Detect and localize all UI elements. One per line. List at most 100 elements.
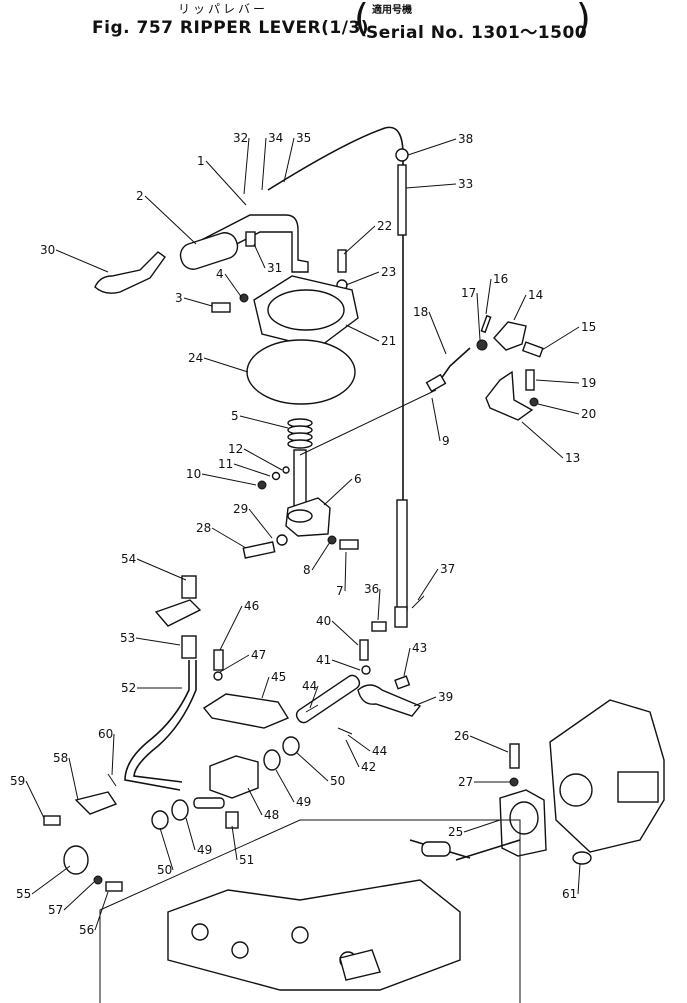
callout-leader bbox=[521, 421, 564, 459]
rubber-boot-24 bbox=[246, 339, 356, 405]
callout-leader bbox=[417, 568, 439, 601]
callout-leader bbox=[55, 249, 109, 273]
callout-number: 3 bbox=[175, 291, 183, 305]
callout-leader bbox=[275, 769, 295, 803]
hose-52 bbox=[124, 660, 190, 791]
callout-leader bbox=[347, 734, 371, 752]
callout-number: 39 bbox=[438, 690, 453, 704]
callout-number: 49 bbox=[197, 843, 212, 857]
callout-number: 19 bbox=[581, 376, 596, 390]
callout-leader bbox=[428, 311, 447, 355]
spool-49-lower bbox=[171, 799, 189, 821]
callout-leader bbox=[219, 605, 243, 651]
callout-leader bbox=[248, 508, 273, 539]
callout-leader bbox=[144, 195, 197, 245]
callout-number: 27 bbox=[458, 775, 473, 789]
callout-leader bbox=[405, 183, 457, 189]
callout-leader bbox=[283, 137, 295, 183]
callout-number: 18 bbox=[413, 305, 428, 319]
callout-number: 29 bbox=[233, 502, 248, 516]
yoke-14 bbox=[493, 321, 527, 351]
pin-16 bbox=[480, 314, 492, 334]
callout-number: 13 bbox=[565, 451, 580, 465]
callout-number: 15 bbox=[581, 320, 596, 334]
serial-applicability-label: 適用号機 bbox=[372, 5, 412, 16]
callout-leader bbox=[231, 825, 238, 861]
callout-number: 56 bbox=[79, 923, 94, 937]
serial-range: Serial No. 1301～1500 bbox=[366, 23, 588, 43]
ripper-lever bbox=[181, 214, 309, 273]
nut-10 bbox=[257, 480, 267, 490]
callout-leader bbox=[239, 415, 289, 429]
callout-number: 38 bbox=[458, 132, 473, 146]
callout-leader bbox=[431, 397, 441, 442]
callout-number: 57 bbox=[48, 903, 63, 917]
spool-49-upper bbox=[263, 749, 281, 771]
pin-44-upper bbox=[305, 704, 319, 713]
callout-leader bbox=[224, 273, 243, 299]
valve-port-c bbox=[291, 926, 309, 944]
pin-44-lower bbox=[337, 727, 353, 735]
callout-number: 31 bbox=[267, 261, 282, 275]
cable-end-lower bbox=[396, 499, 408, 611]
washer-11 bbox=[271, 471, 281, 481]
valve-port-a bbox=[191, 923, 209, 941]
callout-leader bbox=[377, 588, 381, 621]
callout-leader bbox=[295, 751, 329, 782]
callout-number: 26 bbox=[454, 729, 469, 743]
washer-29 bbox=[276, 534, 288, 546]
pump-flange bbox=[617, 771, 659, 803]
pump-housing bbox=[549, 699, 665, 853]
callout-number: 53 bbox=[120, 631, 135, 645]
lever-body-hub bbox=[287, 509, 313, 523]
plate-45 bbox=[202, 693, 290, 729]
callout-number: 32 bbox=[233, 131, 248, 145]
callout-leader bbox=[183, 297, 213, 307]
callout-leader bbox=[159, 827, 174, 871]
serial-close-paren: ) bbox=[576, 0, 591, 40]
callout-number: 49 bbox=[296, 795, 311, 809]
callout-number: 48 bbox=[264, 808, 279, 822]
callout-leader bbox=[463, 819, 501, 833]
callout-leader bbox=[111, 733, 115, 776]
callout-number: 45 bbox=[271, 670, 286, 684]
callout-number: 22 bbox=[377, 219, 392, 233]
control-cable bbox=[267, 126, 404, 560]
callout-number: 43 bbox=[412, 641, 427, 655]
callout-number: 44 bbox=[372, 744, 387, 758]
cable-fitting-18 bbox=[425, 373, 447, 393]
callout-number: 52 bbox=[121, 681, 136, 695]
callout-number: 44 bbox=[302, 679, 317, 693]
callout-number: 30 bbox=[40, 243, 55, 257]
bolt-46 bbox=[213, 649, 224, 671]
oring-61 bbox=[572, 851, 592, 865]
callout-leader bbox=[201, 473, 257, 486]
callout-leader bbox=[94, 891, 109, 931]
rod-9 bbox=[299, 389, 437, 456]
callout-leader bbox=[219, 654, 250, 673]
callout-leader bbox=[407, 138, 457, 156]
bracket-58 bbox=[74, 791, 118, 815]
callout-number: 16 bbox=[493, 272, 508, 286]
callout-leader bbox=[331, 659, 361, 671]
callout-leader bbox=[243, 448, 283, 471]
callout-number: 20 bbox=[581, 407, 596, 421]
callout-number: 7 bbox=[336, 584, 344, 598]
clamp-25-bore bbox=[509, 801, 539, 835]
callout-leader bbox=[476, 292, 481, 341]
callout-leader bbox=[136, 558, 187, 581]
callout-number: 46 bbox=[244, 599, 259, 613]
callout-leader bbox=[513, 294, 527, 321]
callout-leader bbox=[63, 881, 95, 911]
bolt-15 bbox=[521, 341, 544, 358]
fitting-51 bbox=[225, 811, 239, 829]
bolt-7 bbox=[339, 539, 359, 550]
callout-number: 40 bbox=[316, 614, 331, 628]
callout-number: 61 bbox=[562, 887, 577, 901]
callout-number: 60 bbox=[98, 727, 113, 741]
valve-spool bbox=[339, 949, 381, 981]
callout-number: 36 bbox=[364, 582, 379, 596]
callout-number: 10 bbox=[186, 467, 201, 481]
seal-50-upper bbox=[282, 736, 300, 756]
